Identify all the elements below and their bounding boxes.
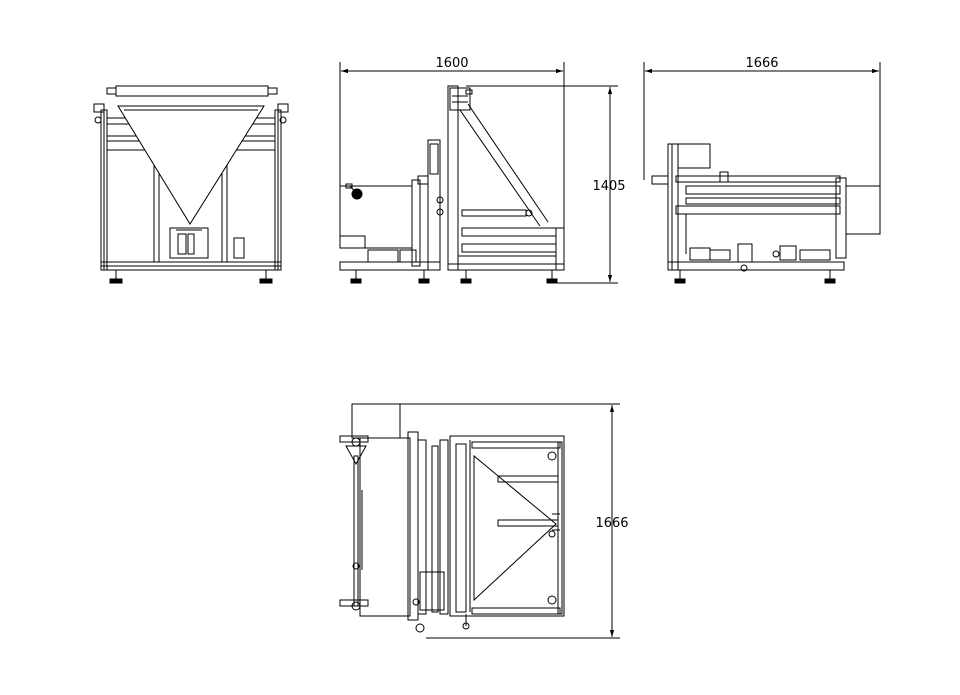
top-depth-label: 1666: [595, 516, 628, 531]
side-width-dimension: [340, 62, 564, 228]
side-height-dimension: [466, 86, 618, 283]
side-width-label: 1600: [435, 56, 468, 71]
rear-width-label: 1666: [745, 56, 778, 71]
rear-view: [652, 144, 880, 283]
side-view: [340, 86, 564, 283]
front-view: [94, 86, 288, 283]
top-view: [340, 404, 564, 638]
side-height-label: 1405: [592, 179, 625, 194]
rear-width-dimension: [644, 62, 880, 186]
top-depth-dimension: [352, 404, 620, 638]
